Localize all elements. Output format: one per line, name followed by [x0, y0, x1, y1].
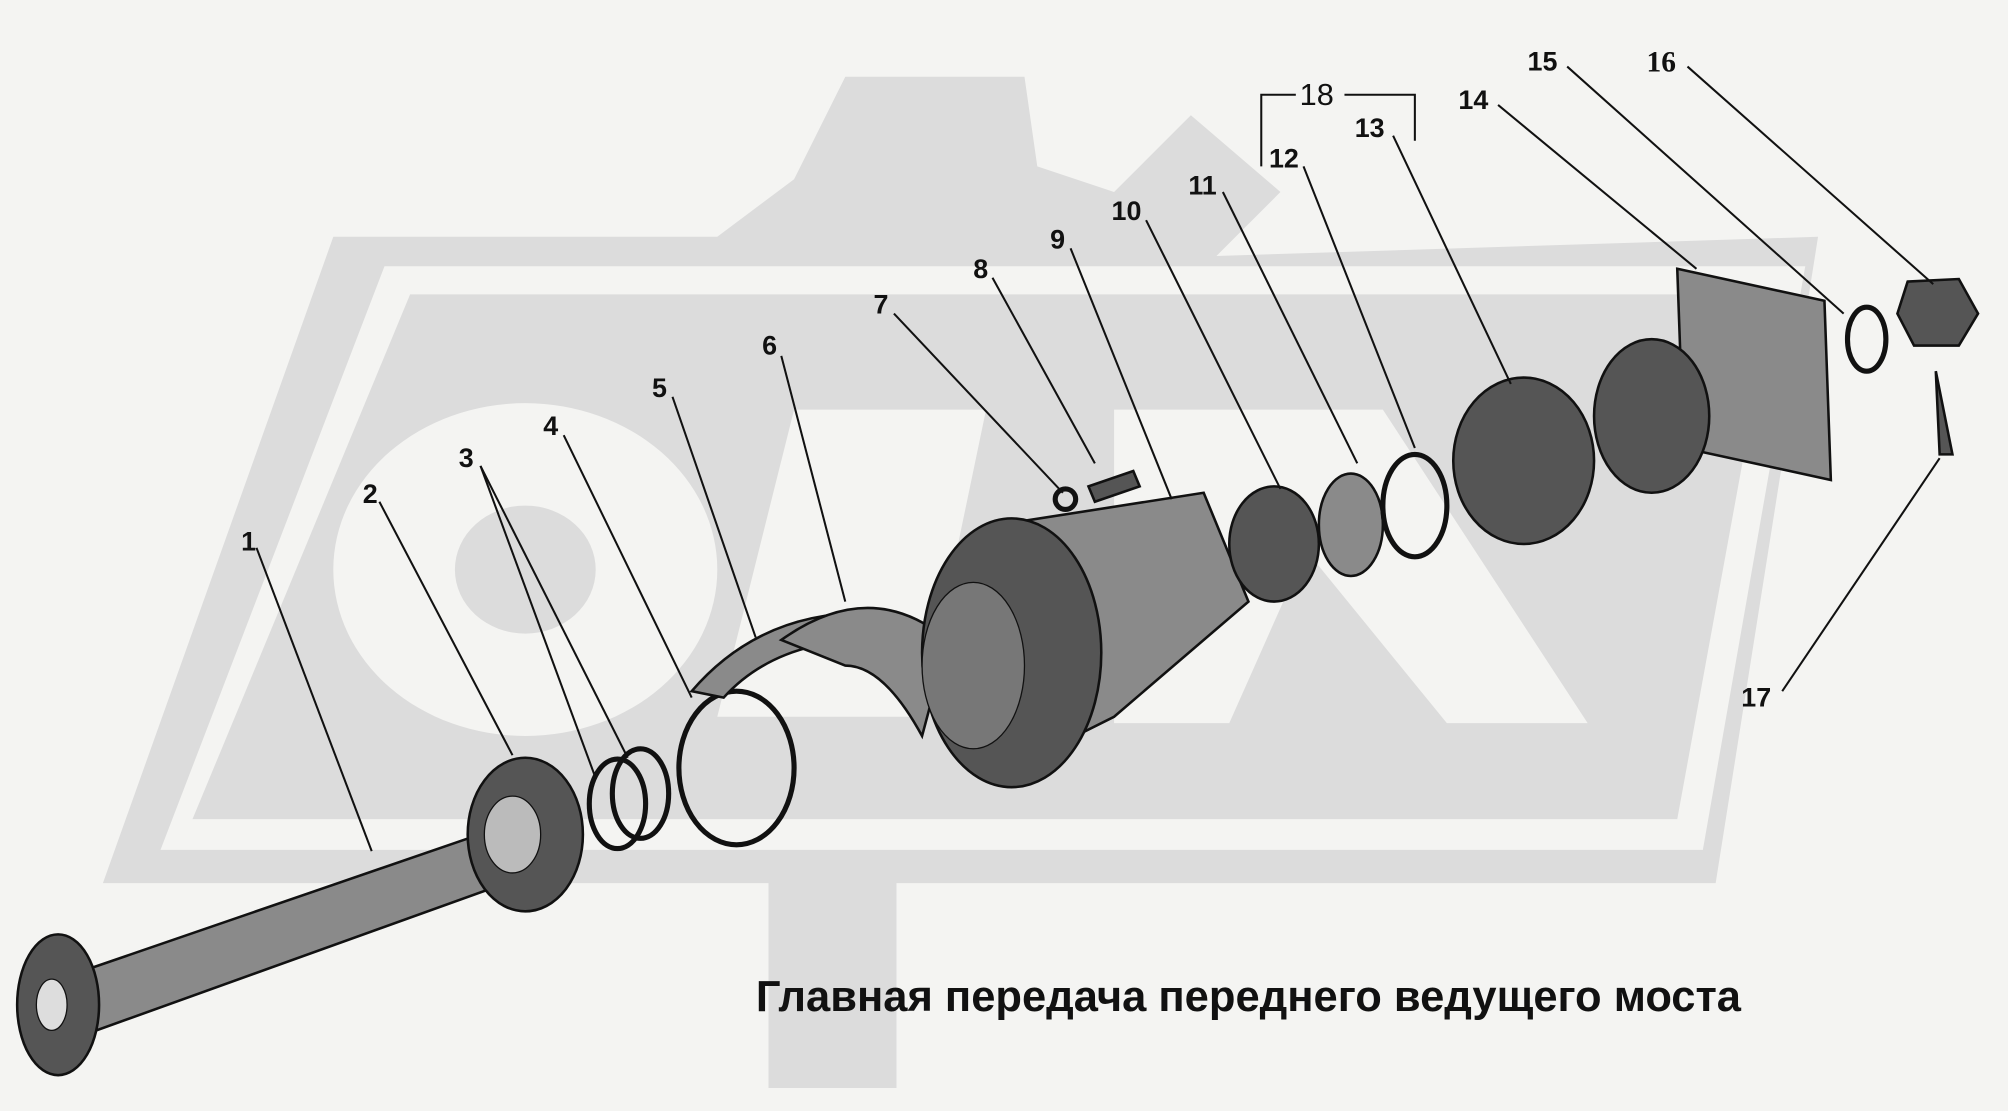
callout-18: 18: [1300, 77, 1334, 112]
part-4-snap-ring: [676, 688, 797, 848]
part-8-bolt: [1086, 469, 1142, 504]
callout-1: 1: [241, 526, 256, 556]
part-10-bearing: [1227, 485, 1321, 603]
callout-12: 12: [1269, 144, 1299, 174]
part-7-washer: [1052, 486, 1079, 512]
callout-15: 15: [1528, 46, 1558, 76]
callout-4: 4: [543, 411, 558, 441]
leader-lines: [255, 65, 1941, 852]
part-15-washer: [1844, 304, 1889, 374]
callout-8: 8: [973, 254, 988, 284]
callout-7: 7: [873, 290, 888, 320]
part-9-housing: [920, 491, 1251, 789]
part-14-flange: [1592, 267, 1833, 495]
part-13-bearing-cup: [1451, 376, 1596, 546]
callout-3: 3: [459, 443, 474, 473]
part-3-rings: [586, 746, 672, 852]
callout-16: 16: [1647, 47, 1676, 79]
callout-5: 5: [652, 373, 667, 403]
callout-11: 11: [1188, 171, 1216, 201]
callout-10: 10: [1112, 196, 1142, 226]
diagram-title: Главная передача переднего ведущего мост…: [756, 973, 1742, 1021]
callout-2: 2: [363, 479, 378, 509]
callout-9: 9: [1050, 224, 1065, 254]
part-12-ring: [1380, 451, 1450, 560]
callout-14: 14: [1458, 85, 1488, 115]
part-11-shim: [1317, 472, 1385, 578]
callout-labels: 1 2 3 4 5 6 7 8 9 10 11 12 13 14 15 16 1…: [241, 46, 1771, 712]
callout-17: 17: [1741, 683, 1771, 713]
part-17-cotter-pin: [1934, 370, 1955, 456]
part-16-nut: [1896, 277, 1980, 347]
callout-6: 6: [762, 331, 777, 361]
callout-13: 13: [1355, 113, 1385, 143]
part-2-bearing: [466, 756, 585, 913]
